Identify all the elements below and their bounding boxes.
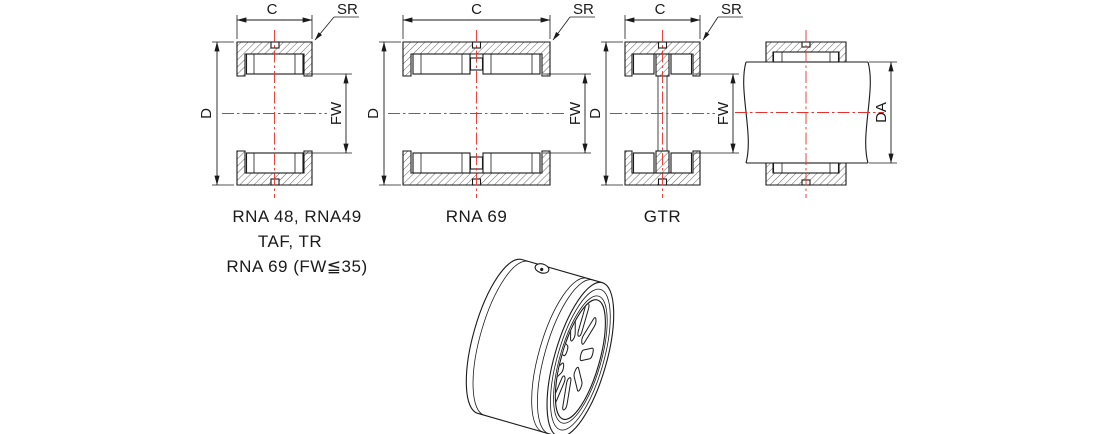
rollers-top-left bbox=[412, 53, 471, 75]
dim-label-da: DA bbox=[873, 102, 890, 123]
cylinder-bottom-edge bbox=[477, 412, 559, 434]
dim-d: D bbox=[587, 41, 623, 186]
view-gtr-section: C SR D FW GTR bbox=[587, 1, 743, 226]
needle-roller bbox=[581, 316, 596, 347]
needle-roller bbox=[562, 377, 571, 411]
caption-line: RNA 48, RNA49 bbox=[232, 207, 361, 226]
dim-d: D bbox=[198, 41, 234, 186]
cylinder-top-edge bbox=[521, 258, 603, 284]
view-rna69-section: C SR D bbox=[365, 1, 595, 226]
dim-label-d: D bbox=[587, 108, 604, 119]
outer-ring-bottom bbox=[624, 150, 701, 186]
dim-d: D bbox=[365, 41, 401, 186]
oil-groove-top bbox=[270, 41, 280, 49]
front-face-chamfer bbox=[550, 288, 611, 431]
dim-label-sr: SR bbox=[721, 1, 742, 18]
dim-label-d: D bbox=[365, 108, 382, 119]
outer-ring-bottom bbox=[236, 150, 313, 186]
caption-line: RNA 69 (FW≦35) bbox=[226, 257, 367, 276]
rollers-bottom-left bbox=[412, 152, 471, 174]
dim-c: C bbox=[402, 1, 551, 39]
bearing-3d-illustration bbox=[465, 258, 615, 434]
dim-c: C bbox=[236, 1, 313, 39]
dim-c: C bbox=[624, 1, 701, 39]
dim-label-c: C bbox=[267, 1, 278, 18]
caption-line: TAF, TR bbox=[258, 232, 322, 251]
dim-label-sr: SR bbox=[573, 1, 594, 18]
dim-sr: SR bbox=[702, 1, 743, 41]
rollers-bottom-right bbox=[670, 152, 693, 174]
caption-line: RNA 69 bbox=[446, 207, 508, 226]
dim-fw: FW bbox=[305, 73, 352, 154]
front-band-arc bbox=[537, 279, 593, 434]
sr-leader bbox=[702, 16, 719, 41]
outer-ring-top bbox=[624, 41, 701, 77]
dim-label-fw: FW bbox=[715, 101, 732, 125]
oil-groove-bottom bbox=[270, 178, 280, 186]
dim-label-c: C bbox=[655, 1, 666, 18]
view-rna48-section: C SR D FW RNA 48, RNA49 bbox=[198, 1, 367, 276]
rollers-top-left bbox=[632, 53, 655, 75]
dim-fw: FW bbox=[543, 73, 591, 154]
dim-sr: SR bbox=[314, 1, 359, 41]
needle-roller bbox=[574, 365, 583, 393]
outer-ring-top bbox=[402, 41, 551, 77]
sr-leader bbox=[552, 16, 571, 41]
view-shaft-mounted-section: DA bbox=[735, 30, 897, 198]
rollers-bottom-right bbox=[482, 152, 541, 174]
front-band-arc bbox=[531, 277, 588, 433]
dim-sr: SR bbox=[552, 1, 595, 41]
dim-label-sr: SR bbox=[337, 1, 358, 18]
needle-roller bbox=[579, 348, 594, 361]
rollers-top-right bbox=[482, 53, 541, 75]
sr-leader bbox=[314, 16, 335, 41]
back-face-arc bbox=[465, 258, 522, 414]
dim-label-c: C bbox=[471, 1, 482, 18]
dim-label-d: D bbox=[198, 108, 215, 119]
outer-ring-top bbox=[236, 41, 313, 77]
caption-line: GTR bbox=[644, 207, 681, 226]
oil-hole-dot bbox=[540, 267, 544, 272]
back-chamfer-arc bbox=[472, 260, 529, 416]
dim-label-fw: FW bbox=[567, 101, 584, 125]
rollers-top-right bbox=[670, 53, 693, 75]
rollers-bottom-left bbox=[632, 152, 655, 174]
dim-da: DA bbox=[869, 61, 897, 164]
outer-ring-bottom bbox=[402, 150, 551, 186]
bore-chamfer bbox=[553, 295, 608, 424]
dim-label-fw: FW bbox=[328, 101, 345, 125]
dim-fw: FW bbox=[694, 73, 739, 154]
